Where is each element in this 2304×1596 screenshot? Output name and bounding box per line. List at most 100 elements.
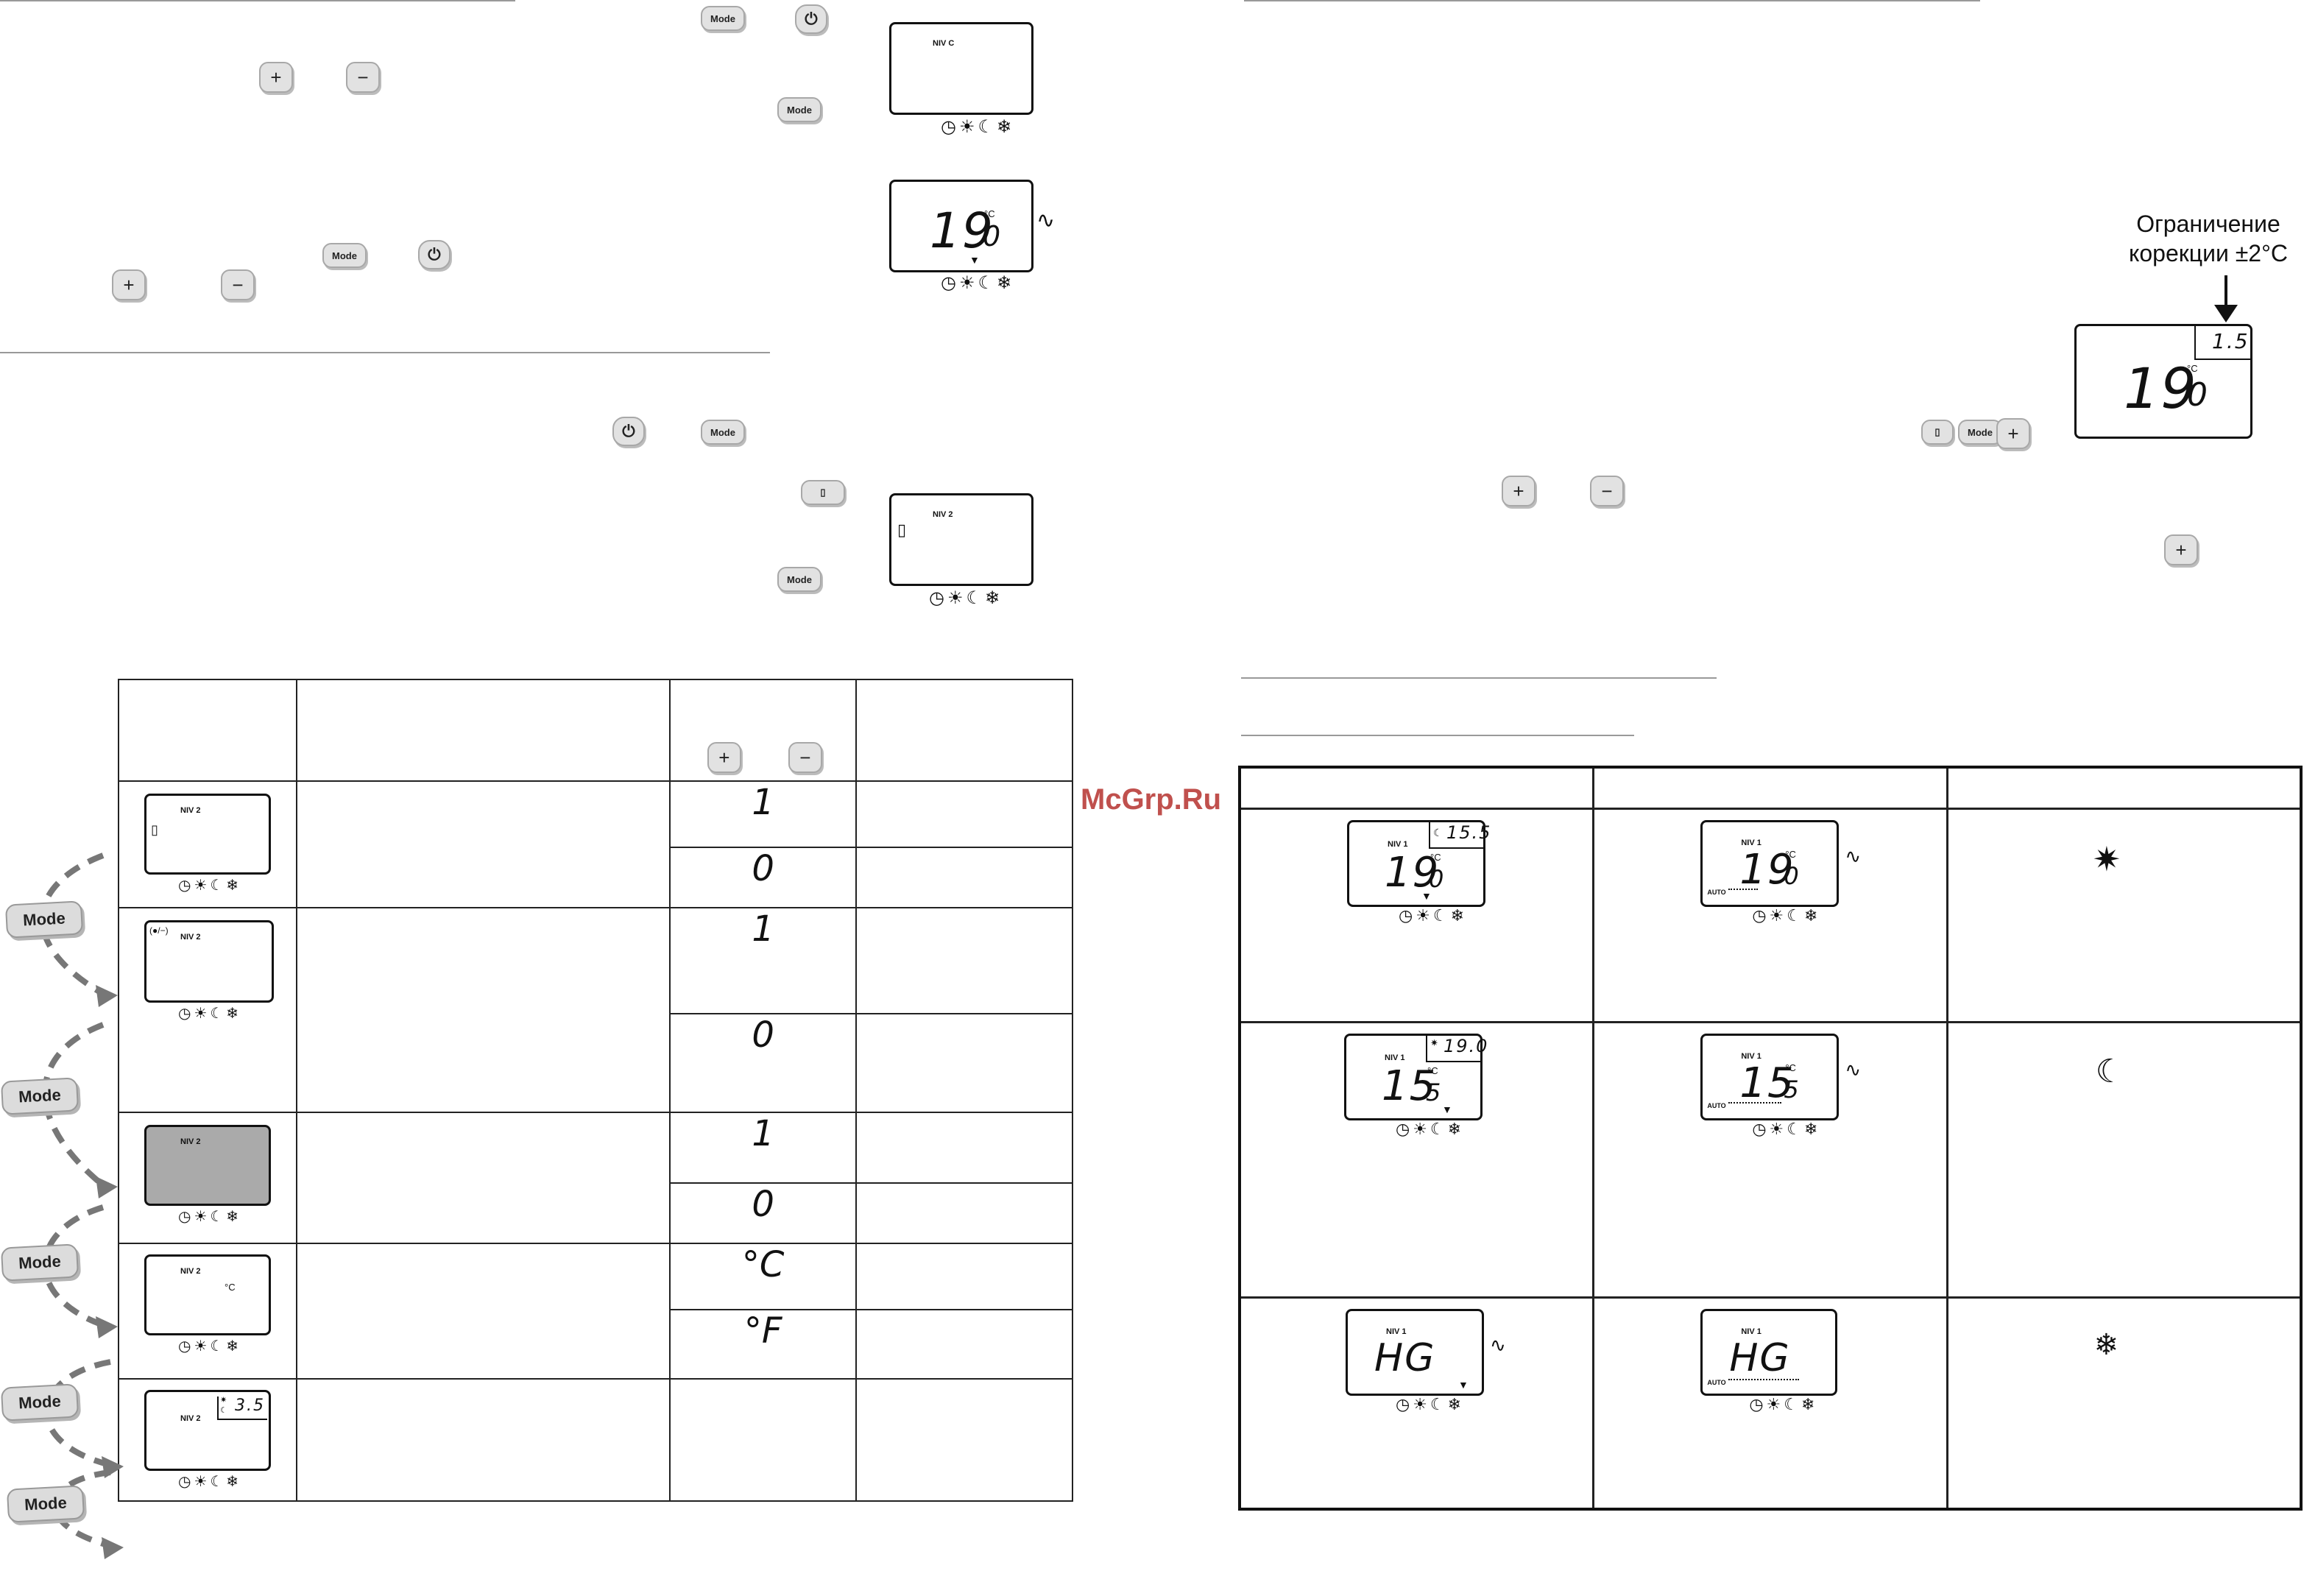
plus-button[interactable]: + [1996, 418, 2030, 449]
temperature-value: 15 [1739, 1059, 1795, 1107]
caption-line: Ограничение [2136, 211, 2280, 237]
pilot-wire-icon: ▯ [151, 822, 158, 837]
power-button[interactable]: ⏻ [795, 4, 827, 34]
plus-button[interactable]: + [2164, 534, 2198, 565]
power-button[interactable]: ⏻ [612, 417, 645, 446]
level-label: NIV 1 [1741, 838, 1761, 847]
plus-button[interactable]: + [707, 742, 741, 773]
lcd-display: NIV 1 HG ▼ [1346, 1308, 1484, 1396]
plus-button[interactable]: + [259, 62, 293, 93]
minus-button[interactable]: − [221, 269, 255, 300]
mode-button[interactable]: Mode [701, 420, 745, 445]
power-button[interactable]: ⏻ [418, 240, 450, 269]
temperature-decimal: 0 [1429, 864, 1446, 893]
unit-label: °C [984, 208, 995, 219]
eco-icon: ☾ [220, 1406, 227, 1415]
auto-label: AUTO [1707, 1101, 1726, 1109]
lcd-display: 19 °C 0 ▼ [889, 180, 1033, 272]
mode-icons: ◷☀☾❄ [178, 1207, 242, 1225]
comfort-icon: ✷ [2092, 839, 2121, 878]
comfort-icon: ✷ [220, 1396, 227, 1405]
temperature-value: 19 [2124, 356, 2198, 421]
lcd-display: NIV 2 ▯ [889, 493, 1033, 586]
mode-button[interactable]: Mode [322, 243, 367, 268]
mode-icons: ◷☀☾❄ [1399, 906, 1468, 925]
mode-button[interactable]: Mode [4, 900, 84, 939]
pointer-icon: ▼ [1442, 1103, 1452, 1115]
auto-indicator: AUTO [1707, 1101, 1781, 1109]
lcd-display: NIV 1 15 °C 5 AUTO [1700, 1033, 1840, 1120]
mode-button[interactable]: Mode [701, 6, 745, 31]
offset-box: ✷ 19.0 [1426, 1035, 1487, 1062]
mode-button[interactable]: Mode [6, 1485, 85, 1523]
option-value: 1 [752, 782, 774, 823]
auto-label: AUTO [1707, 888, 1726, 896]
caption-line: корекции ±2°C [2129, 240, 2288, 266]
temperature-decimal: 0 [2187, 376, 2209, 414]
minus-button[interactable]: − [1590, 476, 1624, 506]
temperature-decimal: 0 [983, 220, 1003, 253]
mode-icons: ◷☀☾❄ [929, 587, 1003, 608]
level-label: NIV 1 [1388, 839, 1408, 849]
lcd-display: NIV C [889, 22, 1033, 115]
lcd-display: (●/−) NIV 2 [144, 920, 274, 1003]
level-label: NIV 2 [180, 806, 201, 815]
eco-icon: ☾ [2095, 1053, 2125, 1090]
pointer-icon: ▼ [1421, 889, 1432, 902]
correction-caption: Ограничение корекции ±2°C [2120, 209, 2297, 268]
arrow-line [2225, 275, 2227, 311]
temperature-decimal: 0 [1784, 861, 1801, 890]
frost-protection-label: HG [1374, 1335, 1436, 1380]
level-label: NIV 2 [180, 1137, 201, 1146]
temperature-value: 19 [1385, 848, 1441, 897]
mode-icons: ◷☀☾❄ [178, 1004, 242, 1022]
pilot-wire-icon: ▯ [897, 520, 907, 539]
watermark: McGrp.Ru [1081, 783, 1222, 816]
offset-box: ☾ 15.5 [1429, 822, 1490, 849]
wave-icon: ∿ [1845, 1058, 1862, 1081]
option-value: 0 [752, 1014, 774, 1056]
level-label: NIV 1 [1741, 1327, 1761, 1336]
modes-table: NIV 1 ☾ 15.5 19 °C 0 ▼ ◷☀☾❄ NIV 1 19 °C … [1238, 766, 2303, 1511]
lcd-display: NIV 2 [144, 1125, 271, 1206]
lcd-display: NIV 2 °C [144, 1254, 271, 1335]
level-label: NIV C [933, 39, 955, 48]
settings-table: + − NIV 2 ▯ ◷☀☾❄ 1 0 (●/−) NIV 2 ◷☀☾❄ [118, 679, 1073, 1502]
comfort-icon: ✷ [1430, 1037, 1438, 1048]
level-label: NIV 1 [1385, 1053, 1405, 1062]
lcd-display: NIV 1 HG AUTO [1700, 1308, 1838, 1396]
temperature-value: 15 [1382, 1062, 1438, 1110]
mode-icons: ◷☀☾❄ [1752, 1120, 1821, 1139]
plus-button[interactable]: + [1502, 476, 1536, 506]
wave-icon: ∿ [1845, 844, 1862, 867]
mode-icons: ◷☀☾❄ [1749, 1395, 1818, 1414]
mode-button[interactable]: Mode [0, 1383, 79, 1422]
wave-icon: ∿ [1490, 1333, 1506, 1356]
mode-button[interactable]: Mode [777, 97, 821, 122]
mode-button[interactable]: Mode [0, 1243, 79, 1282]
mode-icons: ◷☀☾❄ [1396, 1395, 1465, 1414]
option-value: 1 [752, 1113, 774, 1154]
minus-button[interactable]: − [788, 742, 822, 773]
eco-icon: ☾ [1433, 826, 1443, 838]
offset-value: 1.5 [2212, 329, 2250, 353]
mode-button[interactable]: Mode [777, 567, 821, 592]
lcd-display: NIV 1 ✷ 19.0 15 °C 5 ▼ [1344, 1033, 1487, 1120]
option-value: °C [741, 1244, 785, 1285]
plus-button[interactable]: + [112, 269, 146, 300]
mode-button[interactable]: Mode [0, 1077, 79, 1115]
option-value: 1 [752, 908, 774, 950]
level-label: NIV 2 [180, 933, 201, 942]
setpoint-value: 15.5 [1446, 822, 1492, 843]
minus-button[interactable]: − [346, 62, 380, 93]
temperature-decimal: 5 [1426, 1078, 1443, 1106]
pilot-button[interactable]: ▯ [801, 480, 845, 505]
pilot-button[interactable]: ▯ [1921, 420, 1954, 445]
lcd-display: NIV 2 ✷ ☾ 3.5 [144, 1390, 271, 1471]
temperature-value: 19 [1739, 845, 1795, 894]
mode-icons: ◷☀☾❄ [178, 1472, 242, 1490]
lcd-display: NIV 1 ☾ 15.5 19 °C 0 ▼ [1347, 819, 1490, 907]
unit-label: °C [2187, 363, 2198, 374]
level-label: NIV 2 [180, 1414, 201, 1423]
mode-button[interactable]: Mode [1958, 420, 2002, 445]
